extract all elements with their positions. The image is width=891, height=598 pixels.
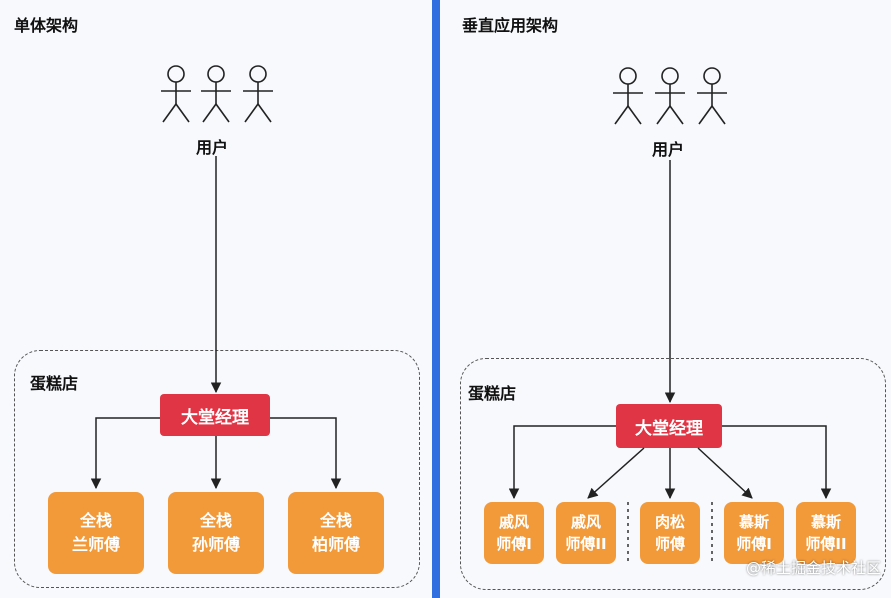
- worker-role: 戚风: [498, 512, 529, 531]
- users-label: 用户: [652, 140, 685, 159]
- worker-name: 兰师傅: [71, 535, 120, 554]
- worker-box-floss: 肉松 师傅: [640, 502, 700, 564]
- worker-name: 师傅I: [736, 535, 772, 553]
- watermark-text: @稀土掘金技术社区: [745, 559, 881, 577]
- worker-name: 师傅I: [496, 535, 532, 553]
- user-figure-icon: [655, 67, 685, 125]
- panel-title: 垂直应用架构: [462, 16, 559, 35]
- user-figure-icon: [697, 67, 727, 125]
- cake-shop-boundary: [460, 358, 886, 590]
- panel-divider: [432, 0, 440, 598]
- worker-box-lan: 全栈 兰师傅: [48, 492, 144, 574]
- user-figure-icon: [161, 65, 191, 123]
- worker-role: 全栈: [199, 511, 232, 530]
- manager-to-worker-arrow: [270, 417, 342, 490]
- worker-box-mousse-2: 慕斯 师傅II: [796, 502, 856, 564]
- panel-title: 单体架构: [14, 16, 79, 35]
- worker-role: 慕斯: [810, 512, 841, 531]
- worker-box-mousse-1: 慕斯 师傅I: [724, 502, 784, 564]
- worker-role: 戚风: [570, 512, 601, 531]
- manager-box: 大堂经理: [616, 404, 722, 448]
- store-label: 蛋糕店: [468, 384, 517, 403]
- worker-name: 师傅: [654, 535, 685, 553]
- cake-shop-boundary: [14, 350, 420, 588]
- worker-name: 孙师傅: [191, 535, 240, 554]
- worker-role: 全栈: [319, 511, 352, 530]
- worker-box-chiffon-1: 戚风 师傅I: [484, 502, 544, 564]
- worker-box-sun: 全栈 孙师傅: [168, 492, 264, 574]
- manager-to-worker-arrow: [722, 425, 832, 500]
- manager-to-worker-arrow: [90, 417, 160, 490]
- manager-to-worker-arrow: [508, 425, 616, 500]
- worker-box-bai: 全栈 柏师傅: [288, 492, 384, 574]
- user-figure-icon: [201, 65, 231, 123]
- worker-role: 慕斯: [738, 512, 769, 531]
- user-figure-icon: [243, 65, 273, 123]
- worker-name: 师傅II: [805, 535, 847, 553]
- worker-box-chiffon-2: 戚风 师傅II: [556, 502, 616, 564]
- manager-to-worker-arrow: [587, 447, 645, 499]
- store-label: 蛋糕店: [30, 374, 79, 393]
- vertical-architecture-panel: 垂直应用架构 用户 蛋糕店 大堂经理 戚风 师傅I 戚风 师傅II 肉松 师傅 …: [440, 0, 891, 598]
- manager-to-worker-arrow: [697, 447, 753, 499]
- worker-role: 肉松: [654, 512, 685, 531]
- manager-box: 大堂经理: [160, 394, 270, 436]
- worker-name: 柏师傅: [311, 535, 360, 554]
- worker-role: 全栈: [79, 511, 112, 530]
- users-label: 用户: [196, 138, 229, 157]
- worker-name: 师傅II: [565, 535, 607, 553]
- user-figure-icon: [613, 67, 643, 125]
